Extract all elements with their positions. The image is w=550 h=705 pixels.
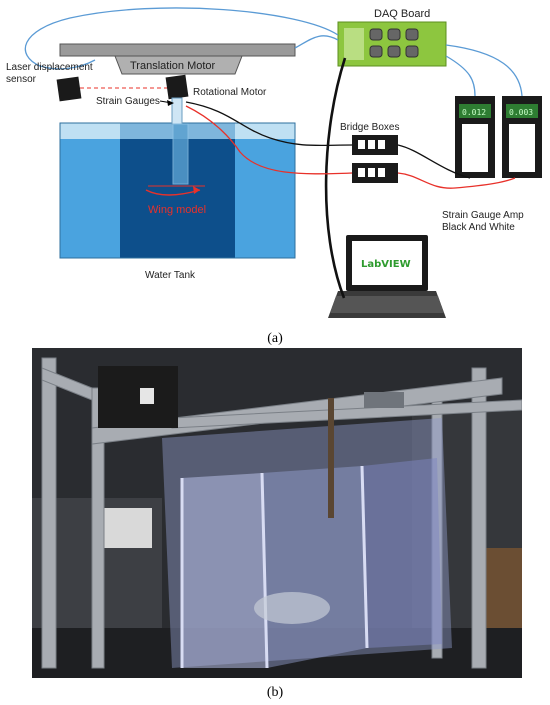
caption-b: (b) [266,685,284,700]
cable-black-gauge [185,101,353,147]
rotation-arrowhead [193,186,200,194]
daq-board-label: DAQ Board [374,8,430,20]
wing-model-shape [172,123,189,185]
photo-wing-rod [328,398,334,518]
bridge-box-2 [352,163,398,183]
laser-sensor [56,76,82,102]
photo-water-tank [162,418,452,669]
daq-board [337,21,447,67]
strain-gauges-label: Strain Gauges [96,96,160,107]
laser-sensor-label: Laser displacement [6,62,93,73]
photo-motor-box [98,366,178,428]
translation-motor [114,55,243,75]
laser-sensor-label-line2: sensor [6,74,37,85]
amp-reading-white: 0.003 [509,108,533,117]
bridge-boxes-label: Bridge Boxes [340,122,399,133]
labview-label: LabVIEW [361,259,411,270]
rotational-motor-label: Rotational Motor [193,87,267,98]
cable-blue-amp2 [445,44,523,97]
cable-black-laptop [324,57,347,299]
bridge-box-1 [352,135,398,155]
translation-motor-label: Translation Motor [130,60,216,72]
setup-photo [32,348,522,678]
strain-gauge-amp-label-line2: Black And White [442,222,515,233]
cable-red-gauge [185,105,353,175]
wing-model-label: Wing model [148,204,206,216]
rotational-motor [165,74,189,100]
cable-red-amp [397,172,516,189]
cable-blue-translation [294,35,339,49]
translation-rail [59,43,296,57]
amp-reading-black: 0.012 [462,108,486,117]
strain-gauge-pointer-head [167,100,174,106]
photo-carriage [364,392,404,408]
cable-blue-amp1 [445,55,476,97]
laptop [328,235,446,318]
strain-gauge-amp-white [502,96,542,178]
setup-schematic: DAQ Board Laser displacement sensor Tran… [6,7,542,318]
caption-a: (a) [267,331,283,346]
cable-blue-main [24,7,339,70]
wing-shaft [171,97,183,125]
strain-gauge-amp-black [455,96,495,178]
cable-black-amp [397,144,471,179]
water-tank-label: Water Tank [145,270,196,281]
strain-gauge-amp-label: Strain Gauge Amp [442,210,524,221]
